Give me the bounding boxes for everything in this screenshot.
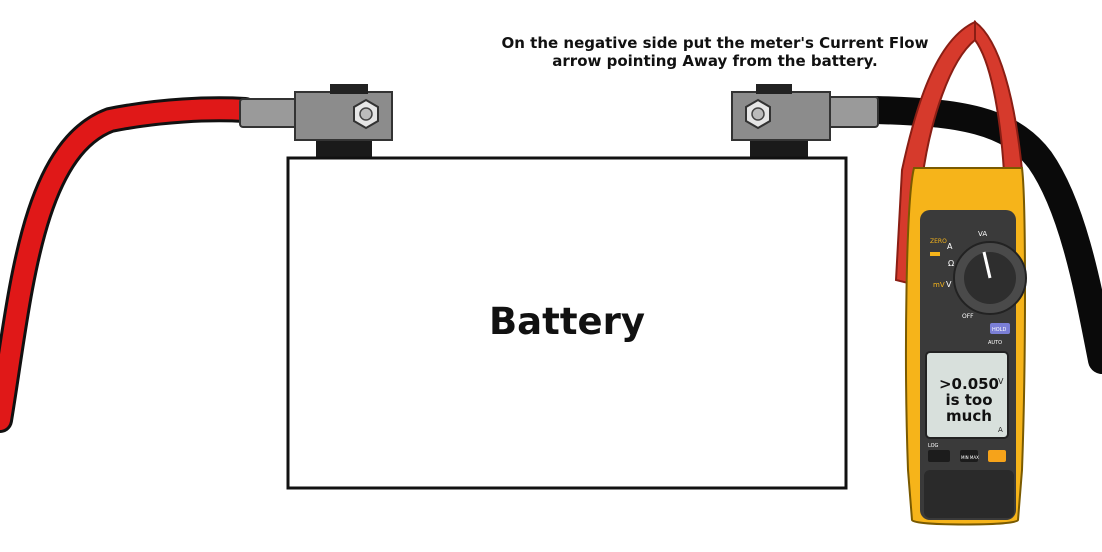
lcd-line-2: is too: [945, 391, 993, 409]
minmax-button: [960, 450, 978, 462]
instruction-text: On the negative side put the meter's Cur…: [470, 34, 960, 70]
backlight-button: [988, 450, 1006, 462]
hold-button: [990, 323, 1010, 334]
dial-label-off: OFF: [962, 313, 974, 320]
dial-label-v: V: [946, 280, 952, 289]
negative-cable: [861, 96, 1102, 374]
mode-indicator-icon: [930, 252, 940, 256]
log-label: LOG: [928, 443, 939, 449]
lcd-unit-a: A: [998, 426, 1003, 434]
log-button: [928, 450, 950, 462]
battery-box: [286, 156, 848, 490]
lcd-line-3: much: [946, 407, 992, 425]
positive-terminal-clamp: [239, 84, 393, 141]
instruction-line-1: On the negative side put the meter's Cur…: [501, 34, 929, 52]
lcd-reading: >0.050 is too much: [930, 376, 1008, 424]
clamp-meter: [894, 20, 1027, 526]
minmax-label: MIN MAX: [961, 455, 979, 460]
lcd-display: [925, 351, 1009, 439]
dial-label-a: A: [947, 242, 953, 251]
hold-label: HOLD: [992, 327, 1006, 333]
lcd-unit-v: V: [998, 377, 1004, 386]
meter-bottom: [924, 470, 1014, 518]
battery-label: Battery: [488, 300, 645, 343]
instruction-line-2: arrow pointing Away from the battery.: [552, 52, 878, 70]
positive-post: [316, 140, 372, 158]
positive-cable: [0, 96, 258, 433]
dial-label-ohm: Ω: [948, 259, 954, 268]
negative-post: [750, 140, 808, 158]
negative-terminal-clamp: [731, 84, 879, 141]
auto-label: AUTO: [988, 340, 1002, 346]
dial-label-zero: ZERO: [930, 238, 947, 245]
dial-label-va: VA: [978, 230, 987, 238]
dial-label-mv: mV: [933, 281, 945, 289]
lcd-line-1: >0.050: [938, 375, 999, 393]
